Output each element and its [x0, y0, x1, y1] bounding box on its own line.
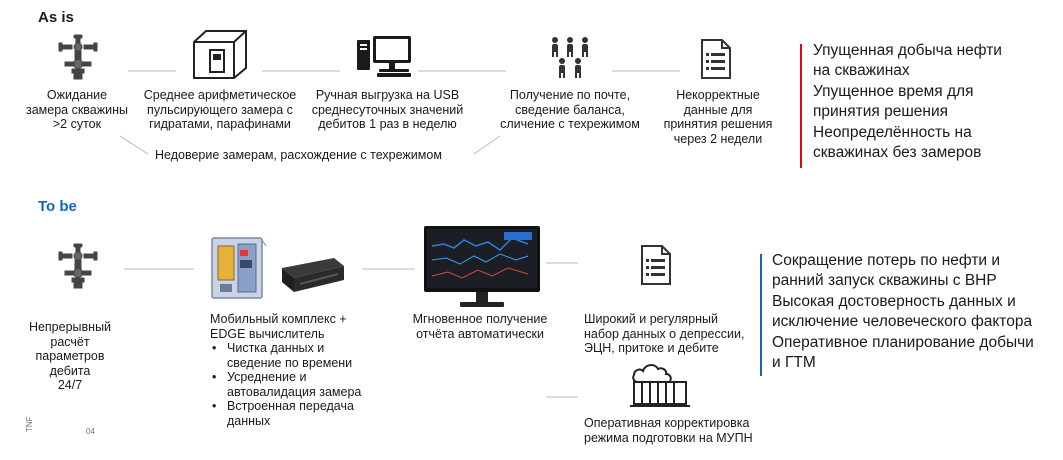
- to-be-step-2-caption: Мобильный комплекс + EDGE вычислитель Чи…: [210, 312, 361, 428]
- desktop-computer-icon: [357, 36, 413, 78]
- edge-computer-icon: [282, 258, 344, 292]
- treatment-plant-icon: [628, 360, 692, 408]
- arrow-4: [612, 70, 682, 72]
- people-group-icon: [548, 36, 592, 80]
- outcomes-blue-bar: [760, 254, 762, 376]
- arrow-7: [546, 262, 580, 264]
- measuring-unit-icon: [190, 28, 250, 80]
- monitor-dashboard-icon: [424, 226, 540, 308]
- as-is-heading: As is: [38, 9, 74, 26]
- feedback-label: Недоверие замерам, расхождение с техрежи…: [155, 148, 442, 163]
- arrow-8: [546, 396, 580, 398]
- as-is-step-4-caption: Получение по почте,сведение баланса,слич…: [485, 88, 655, 132]
- arrow-2: [262, 70, 342, 72]
- outcomes-red-bar: [800, 44, 802, 168]
- arrow-6: [362, 268, 417, 270]
- page-number: 04: [86, 427, 95, 436]
- wellhead-icon: [58, 34, 98, 80]
- document-list-icon: [640, 244, 672, 286]
- mobile-complex-icon: [210, 236, 350, 300]
- wellhead-icon: [58, 243, 98, 289]
- brand-mark: TNF: [25, 416, 34, 432]
- arrow-3: [418, 70, 508, 72]
- to-be-heading: To be: [38, 198, 77, 215]
- arrow-5: [124, 268, 196, 270]
- document-list-icon: [700, 38, 732, 80]
- arrow-1: [128, 70, 178, 72]
